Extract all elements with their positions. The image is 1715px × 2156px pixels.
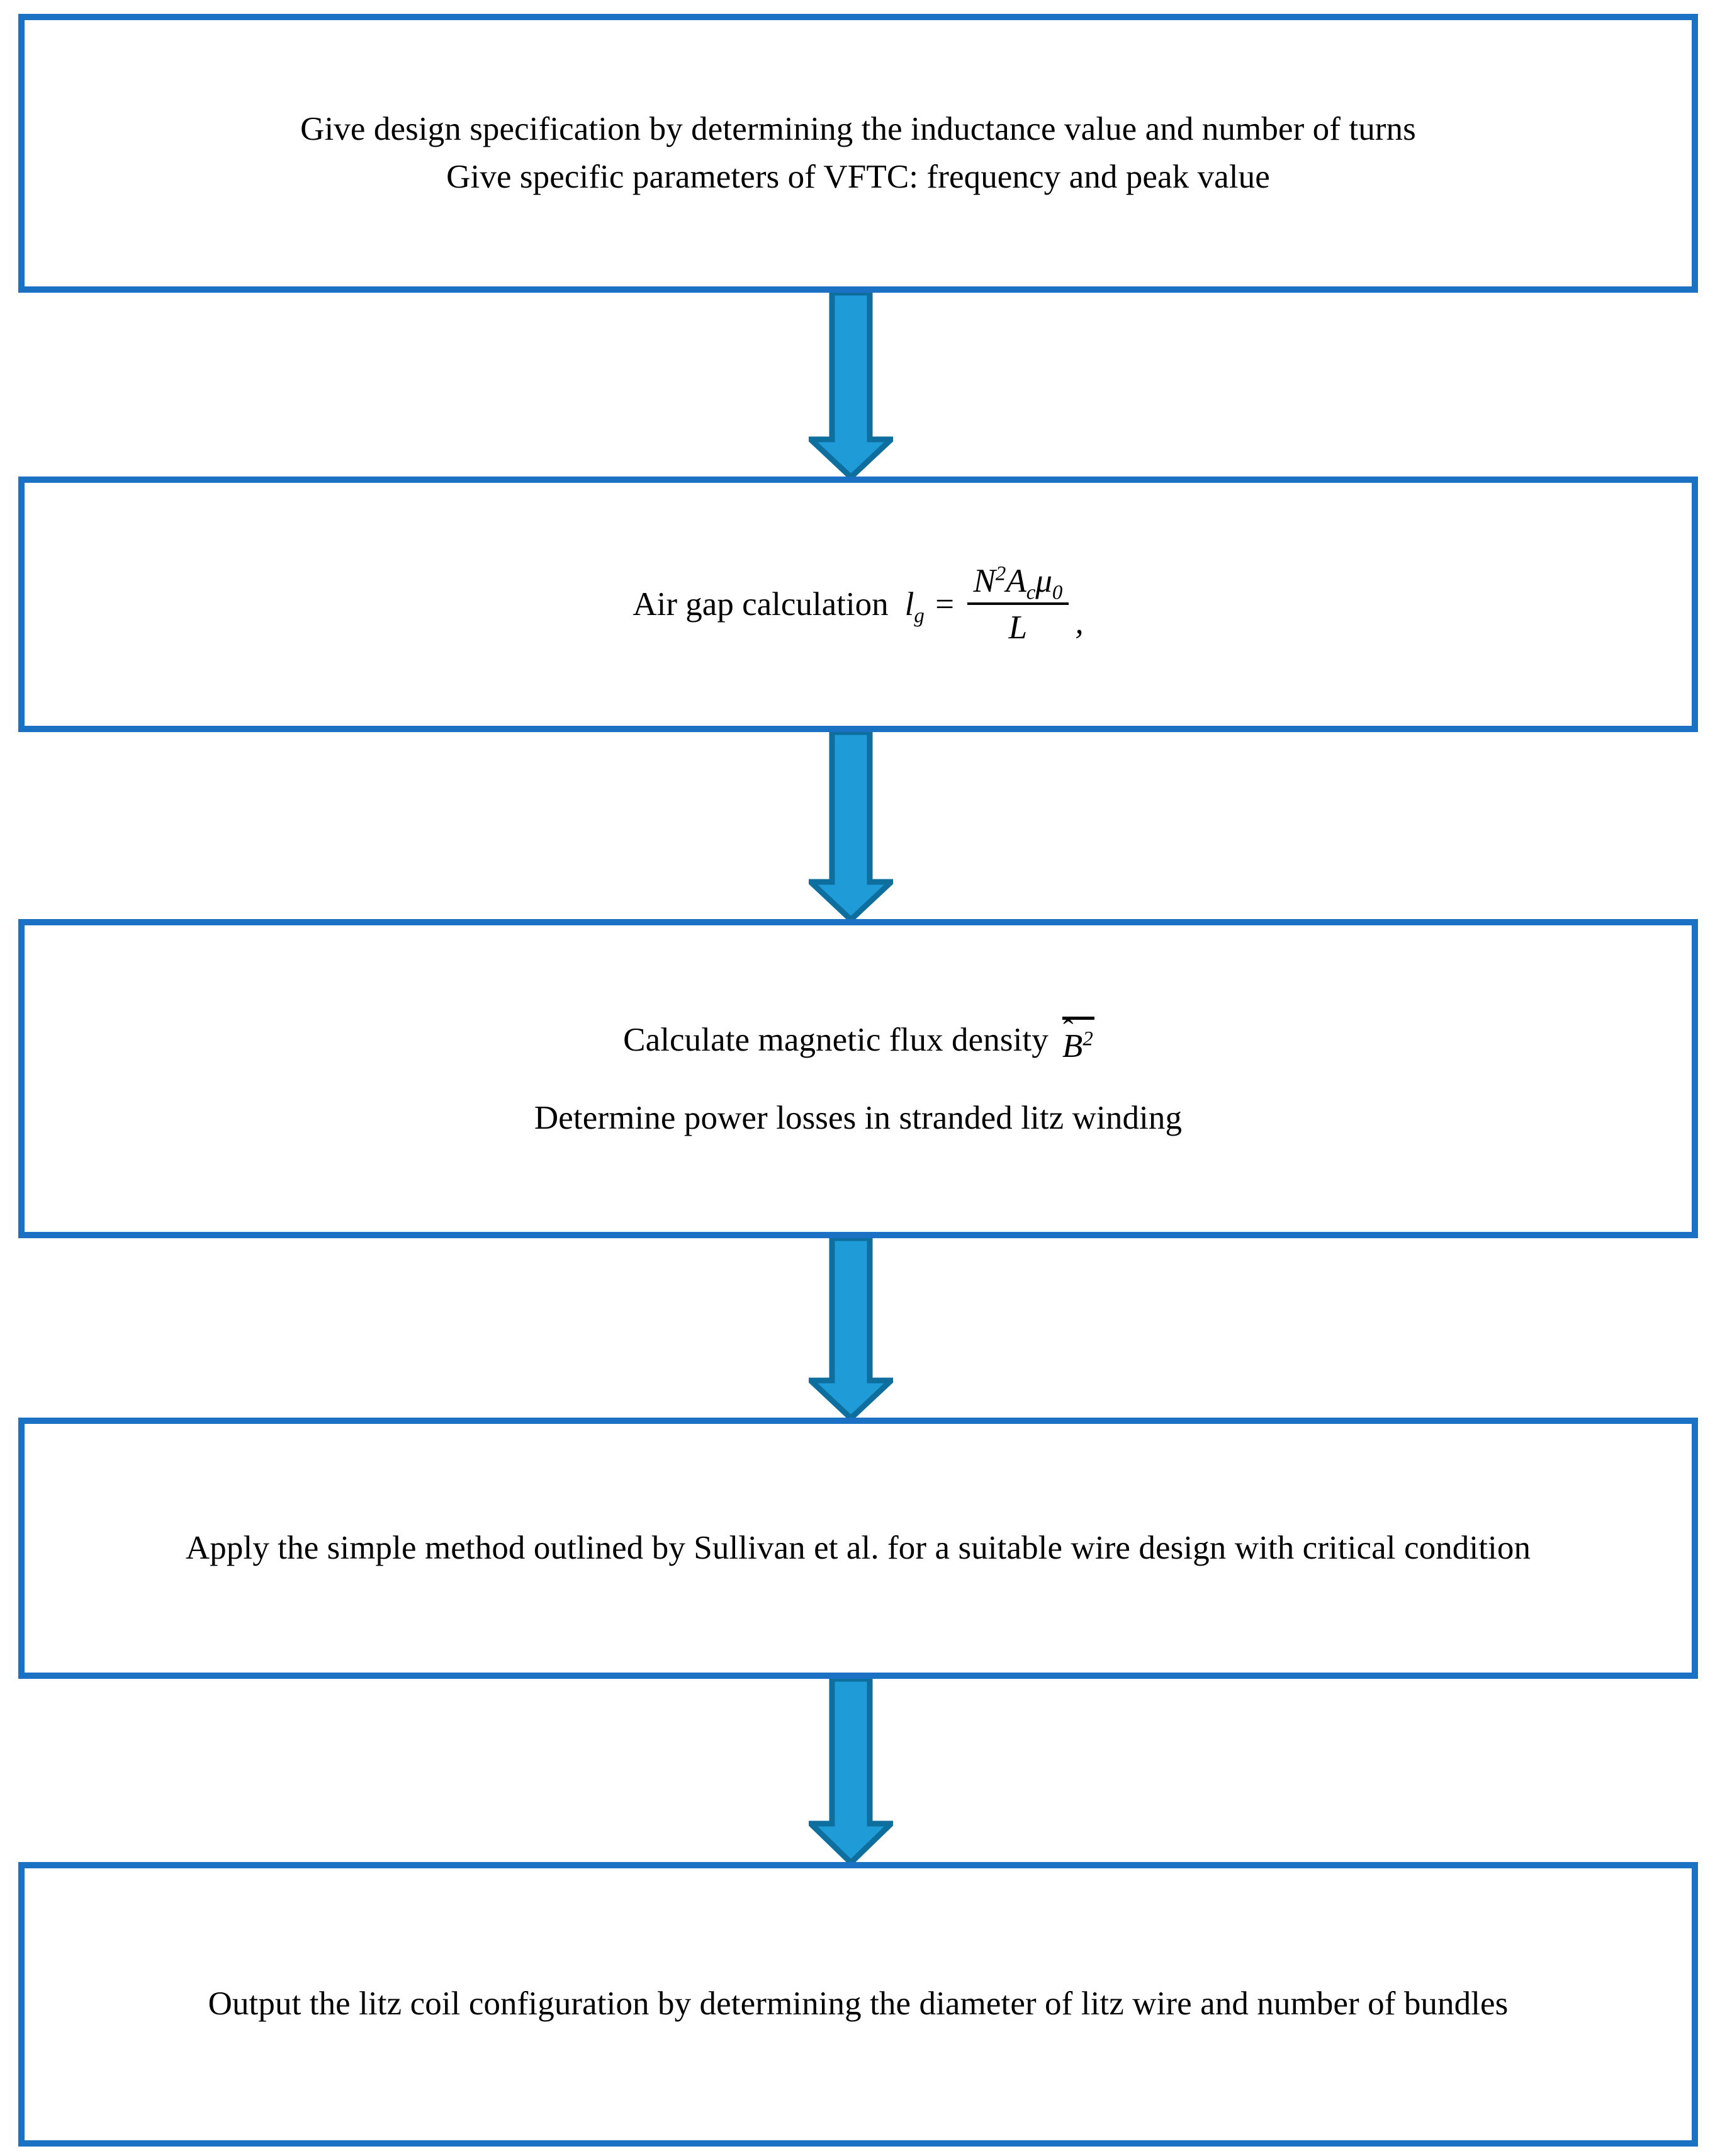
num-var-3: μ — [1035, 563, 1052, 599]
node-1-line-1: Give design specification by determining… — [300, 111, 1416, 148]
node-2-label: Air gap calculation — [633, 586, 889, 623]
num-var-2: A — [1006, 563, 1026, 599]
num-var-3-sub: 0 — [1052, 581, 1063, 604]
formula-lhs-var: l — [904, 586, 914, 623]
air-gap-formula-row: Air gap calculation lg = N2Acμ0 L , — [25, 562, 1692, 646]
b-superscript: 2 — [1082, 1027, 1093, 1051]
arrow-down-icon — [809, 732, 893, 921]
arrow-down-icon — [809, 1238, 893, 1419]
num-var-1: N — [973, 563, 996, 599]
num-var-2-sub: c — [1026, 581, 1036, 604]
node-1-line-2: Give specific parameters of VFTC: freque… — [446, 158, 1270, 195]
num-var-1-sup: 2 — [995, 562, 1006, 585]
node-4-line-1: Apply the simple method outlined by Sull… — [185, 1529, 1531, 1566]
formula-equals: = — [933, 586, 956, 623]
formula-numerator: N2Acμ0 — [967, 562, 1069, 605]
formula-lhs-sub: g — [914, 604, 925, 628]
arrow-down-icon — [809, 293, 893, 478]
flowchart-node-sullivan-wire-design[interactable]: Apply the simple method outlined by Sull… — [18, 1418, 1698, 1679]
b-base: B — [1062, 1028, 1083, 1065]
overline-bar — [1062, 1017, 1094, 1020]
flowchart-node-air-gap-calculation[interactable]: Air gap calculation lg = N2Acμ0 L , — [18, 477, 1698, 732]
flowchart-node-design-specification[interactable]: Give design specification by determining… — [18, 14, 1698, 293]
node-5-line-1: Output the litz coil configuration by de… — [208, 1985, 1509, 2023]
node-3-line-1: Calculate magnetic flux density — [623, 1022, 1049, 1059]
air-gap-equation: lg = N2Acμ0 L , — [905, 562, 1084, 646]
flowchart-node-output-litz-configuration[interactable]: Output the litz coil configuration by de… — [18, 1862, 1698, 2147]
formula-trailing-comma: , — [1075, 604, 1084, 641]
formula-denominator: L — [1008, 609, 1028, 646]
arrow-down-icon — [809, 1679, 893, 1864]
formula-fraction: N2Acμ0 L — [967, 562, 1069, 646]
hat-accent: ˆ — [1063, 1013, 1074, 1047]
node-3-line-2: Determine power losses in stranded litz … — [534, 1099, 1183, 1136]
